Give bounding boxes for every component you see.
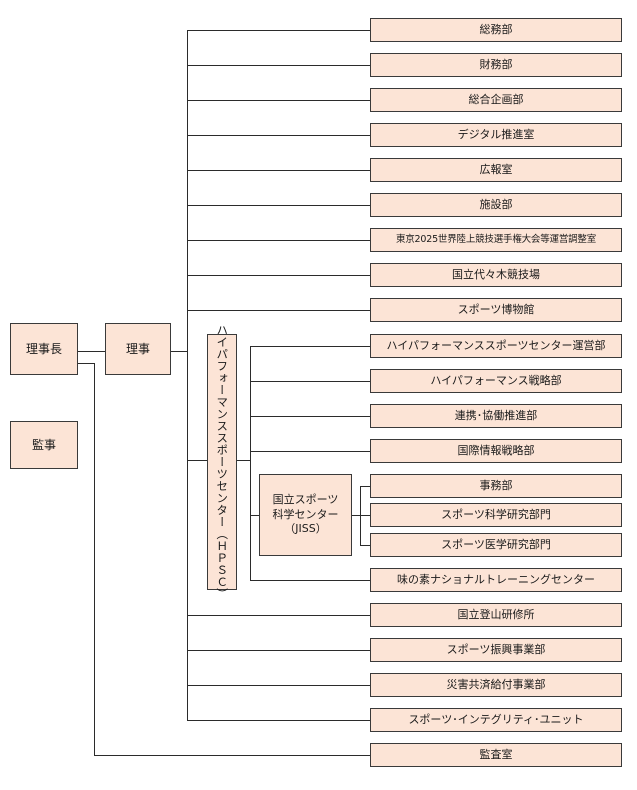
branch-line <box>187 720 370 721</box>
dept-hp-strategy: ハイパフォーマンス戦略部 <box>370 369 622 393</box>
chairman-audit-vertical-line <box>94 363 95 755</box>
branch-line <box>187 205 370 206</box>
dept-intl-info-strategy: 国際情報戦略部 <box>370 439 622 463</box>
branch-line <box>187 135 370 136</box>
dept-hpsc-operations: ハイパフォーマンススポーツセンター運営部 <box>370 334 622 358</box>
trunk-to-hpsc-line <box>187 460 207 461</box>
chairman-box: 理事長 <box>10 323 78 375</box>
jiss-box: 国立スポーツ 科学センター （JISS） <box>259 474 352 556</box>
branch-line <box>187 240 370 241</box>
hpsc-to-jiss-line <box>250 515 259 516</box>
jiss-label: 国立スポーツ 科学センター （JISS） <box>272 492 339 536</box>
chairman-audit-stub-line <box>78 363 94 364</box>
auditor-box: 監事 <box>10 421 78 469</box>
dept-yoyogi-stadium: 国立代々木競技場 <box>370 263 622 287</box>
hpsc-branch-line <box>250 346 370 347</box>
dept-sports-science: スポーツ科学研究部門 <box>370 503 622 527</box>
hpsc-label: ハイパフォーマンススポーツセンター（ＨＰＳＣ） <box>215 324 230 600</box>
branch-line <box>187 170 370 171</box>
dept-sports-promotion: スポーツ振興事業部 <box>370 638 622 662</box>
dept-ntc: 味の素ナショナルトレーニングセンター <box>370 568 622 592</box>
dept-sports-museum: スポーツ博物館 <box>370 298 622 322</box>
jiss-subtrunk-line <box>360 486 361 546</box>
dept-sports-medicine: スポーツ医学研究部門 <box>370 533 622 557</box>
jiss-branch-line <box>360 515 370 516</box>
chairman-to-director-line <box>78 351 105 352</box>
dept-finance: 財務部 <box>370 53 622 77</box>
director-trunk-line <box>187 30 188 720</box>
branch-line <box>187 100 370 101</box>
audit-office-connector-line <box>94 755 370 756</box>
dept-audit-office: 監査室 <box>370 743 622 767</box>
dept-disaster-mutual-aid: 災害共済給付事業部 <box>370 673 622 697</box>
jiss-stub-line <box>352 515 361 516</box>
dept-public-relations: 広報室 <box>370 158 622 182</box>
branch-line <box>187 685 370 686</box>
branch-line <box>187 310 370 311</box>
jiss-branch-line <box>360 486 370 487</box>
hpsc-to-subtrunk-line <box>237 460 251 461</box>
hpsc-to-ntc-line <box>250 580 370 581</box>
hpsc-subtrunk-line <box>250 346 251 580</box>
director-box: 理事 <box>105 323 171 375</box>
dept-collaboration: 連携･協働推進部 <box>370 404 622 428</box>
dept-tokyo2025: 東京2025世界陸上競技選手権大会等運営調整室 <box>370 228 622 252</box>
dept-digital: デジタル推進室 <box>370 123 622 147</box>
hpsc-box: ハイパフォーマンススポーツセンター（ＨＰＳＣ） <box>207 324 237 600</box>
dept-mountaineering: 国立登山研修所 <box>370 603 622 627</box>
hpsc-branch-line <box>250 451 370 452</box>
branch-line <box>187 275 370 276</box>
hpsc-branch-line <box>250 416 370 417</box>
dept-integrity-unit: スポーツ･インテグリティ･ユニット <box>370 708 622 732</box>
hpsc-branch-line <box>250 381 370 382</box>
director-to-trunk-line <box>171 351 188 352</box>
dept-facilities: 施設部 <box>370 193 622 217</box>
jiss-branch-line <box>360 545 370 546</box>
dept-jiss-admin: 事務部 <box>370 474 622 498</box>
branch-line <box>187 650 370 651</box>
dept-general-affairs: 総務部 <box>370 18 622 42</box>
branch-line <box>187 65 370 66</box>
branch-line <box>187 30 370 31</box>
dept-planning: 総合企画部 <box>370 88 622 112</box>
branch-line <box>187 615 370 616</box>
